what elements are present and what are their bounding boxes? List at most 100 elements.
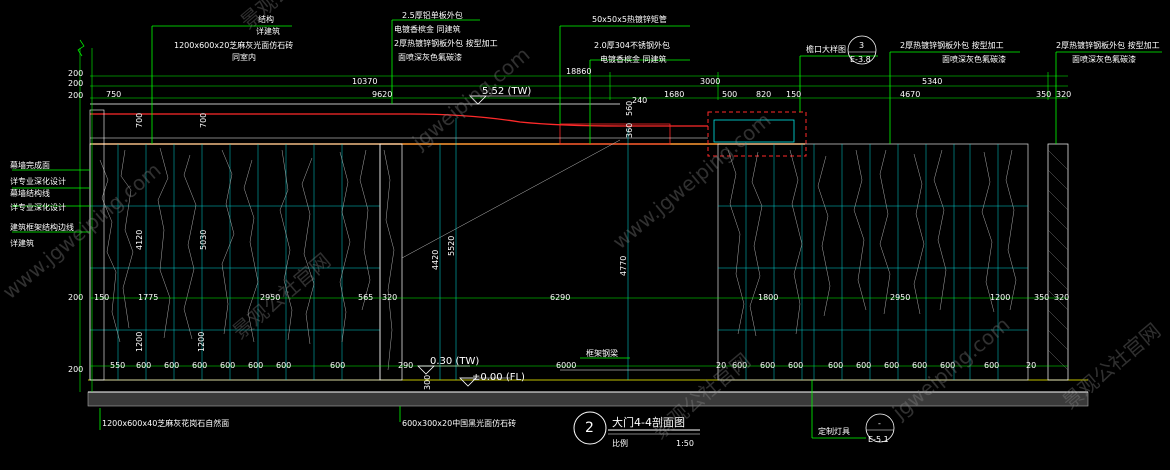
dim-v-700-a: 700 [135, 113, 144, 128]
dim-b-600-1: 600 [136, 361, 151, 370]
dim-b-600-3: 600 [192, 361, 207, 370]
dim-m-565: 565 [358, 293, 373, 302]
ann-same-indoor: 同室内 [232, 52, 256, 62]
dim-m-1200: 1200 [990, 293, 1010, 302]
ann-curtain-struct: 幕墙结构线 [10, 188, 50, 198]
title-num: 2 [585, 420, 594, 436]
dim-v-560: 560 [625, 101, 634, 116]
right-cladding [717, 143, 1029, 381]
dim-mid-left-200: 200 [68, 293, 83, 302]
break-mark [77, 39, 85, 57]
watermark: 景观公社官网 [228, 248, 335, 344]
detail-ref-1-num: 3 [859, 41, 864, 50]
dim-b-600-2: 600 [164, 361, 179, 370]
ann-frame-edge: 建筑框架结构边线 [10, 222, 74, 232]
dim-r1-350: 350 [1036, 90, 1051, 99]
ann-see-arch-1: 详建筑 [256, 26, 280, 36]
dim-r1-820: 820 [756, 90, 771, 99]
watermark: 景观公社官网 [1058, 318, 1165, 414]
dim-v-4420: 4420 [431, 250, 440, 270]
dim-overall: 10370 [352, 77, 377, 86]
dim-r1-1680: 1680 [664, 90, 684, 99]
title-scale: 1:50 [676, 439, 694, 448]
dim-b-600-9: 600 [760, 361, 775, 370]
dim-m-350: 350 [1034, 293, 1049, 302]
dim-b-600-11: 600 [828, 361, 843, 370]
dim-b-20-a: 20 [716, 361, 726, 370]
ann-champagne-1: 电镀香槟金 同建筑 [394, 24, 461, 34]
detail-ref-1[interactable] [847, 35, 877, 65]
title-scale-label: 比例 [612, 438, 628, 448]
ann-custom-lamp: 定制灯具 [818, 426, 850, 436]
dim-r1-150: 150 [786, 90, 801, 99]
dim-b-600-13: 600 [884, 361, 899, 370]
dim-r1-4670: 4670 [900, 90, 920, 99]
detail-ref-1-sheet: E-3.8 [850, 55, 871, 64]
dimension-lines [79, 48, 1068, 392]
dim-b-600-6: 600 [276, 361, 291, 370]
left-edge-column [89, 109, 105, 381]
right-column [1047, 143, 1069, 381]
watermark: 景观公社官网 [236, 0, 343, 34]
ann-curtain-face: 幕墙完成面 [10, 160, 50, 170]
dim-right-b: 5340 [922, 77, 942, 86]
leader-lines [12, 19, 1162, 439]
ann-grey-paint-2: 面喷深灰色氟碳漆 [942, 54, 1006, 64]
dim-v-1200-a: 1200 [197, 332, 206, 352]
dim-b-600-8: 600 [732, 361, 747, 370]
ann-champagne-2: 电镀香槟金 同建筑 [600, 54, 667, 64]
dim-b-600-10: 600 [788, 361, 803, 370]
ann-cornice-detail: 檐口大样图 [806, 44, 846, 54]
annotation-text: 结构 详建筑 1200x600x20芝麻灰光面仿石砖 同室内 2.5厚铝单板外包… [10, 10, 1160, 448]
level-markers [417, 95, 530, 387]
ann-steel-wrap-3: 2厚热镀锌钢板外包 按型加工 [1056, 40, 1160, 50]
dim-v-4120: 4120 [135, 230, 144, 250]
dim-v-360: 360 [625, 123, 634, 138]
canopy-slope [409, 113, 708, 127]
dim-v-300: 300 [423, 375, 432, 390]
dim-b-550: 550 [110, 361, 125, 370]
detail-ref-2[interactable] [865, 413, 895, 443]
dim-v-5030: 5030 [199, 230, 208, 250]
dim-r1-750: 750 [106, 90, 121, 99]
level-roof: 5.52 (TW) [482, 86, 531, 97]
canopy-box-structure [559, 123, 671, 145]
dim-b-290: 290 [398, 361, 413, 370]
dim-r1-320: 320 [1056, 90, 1071, 99]
level-ground: ±0.00 (FL) [472, 372, 525, 383]
dim-v-1200-b: 1200 [135, 332, 144, 352]
dim-b-600-12: 600 [856, 361, 871, 370]
left-column [379, 143, 403, 381]
ann-grey-paint-3: 面喷深灰色氟碳漆 [1072, 54, 1136, 64]
dim-b-6000: 6000 [556, 361, 576, 370]
ann-grey-paint-1: 面喷深灰色氟碳漆 [398, 52, 462, 62]
dim-m-320-a: 320 [382, 293, 397, 302]
ann-frame-beam: 框架钢梁 [586, 348, 618, 358]
title-text: 大门4-4剖面图 [612, 415, 685, 429]
dim-b-20-b: 20 [1026, 361, 1036, 370]
dim-m-1775: 1775 [138, 293, 158, 302]
dim-right-a: 3000 [700, 77, 720, 86]
ann-tile-1: 1200x600x20芝麻灰光面仿石砖 [174, 40, 293, 50]
dim-m-2950-a: 2950 [260, 293, 280, 302]
ann-alu-panel: 2.5厚铝单板外包 [402, 10, 463, 20]
ann-black-tile: 600x300x20中国黑光面仿石砖 [402, 418, 516, 428]
dim-b-600-16: 600 [984, 361, 999, 370]
ann-granite: 1200x600x40芝麻灰花岗石自然面 [102, 418, 229, 428]
detail-ref-2-sheet: E-5.1 [868, 435, 889, 444]
dim-bot-left-200: 200 [68, 365, 83, 374]
dim-b-600-15: 600 [940, 361, 955, 370]
ann-steel-wrap-2: 2厚热镀锌钢板外包 按型加工 [900, 40, 1004, 50]
ann-structure: 结构 [258, 14, 274, 24]
dim-left-200-c: 200 [68, 91, 83, 100]
dim-v-700-b: 700 [199, 113, 208, 128]
ann-stainless: 2.0厚304不锈钢外包 [594, 40, 670, 50]
dim-r1-240: 240 [632, 96, 647, 105]
dim-left-200-b: 200 [68, 79, 83, 88]
cornice-profile [713, 119, 795, 143]
dim-m-1800: 1800 [758, 293, 778, 302]
dim-b-600-14: 600 [912, 361, 927, 370]
dim-v-4770: 4770 [619, 256, 628, 276]
ann-deep-design-2: 详专业深化设计 [10, 202, 66, 212]
